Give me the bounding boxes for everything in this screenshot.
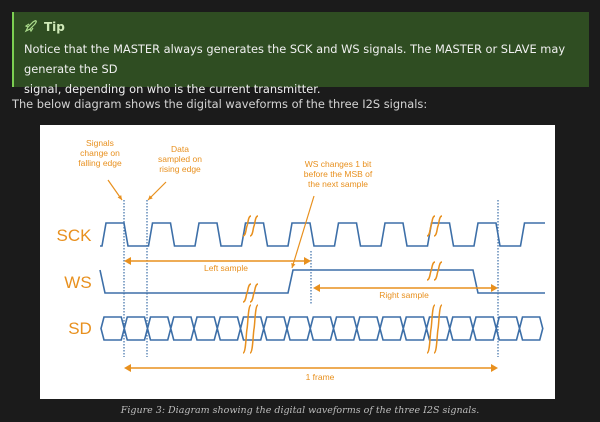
annotation-rising-line: rising edge — [159, 164, 201, 174]
annotation-falling-line: falling edge — [78, 158, 122, 168]
annotation-ws-line: the next sample — [308, 179, 368, 189]
break-symbol-icon — [426, 304, 436, 354]
break-symbol-icon — [249, 215, 259, 237]
annotation-falling-line: Signals — [86, 138, 114, 148]
rocket-icon — [24, 19, 38, 36]
sck-label: SCK — [57, 226, 93, 245]
annotation-rising-line: Data — [171, 144, 189, 154]
frame-label: 1 frame — [306, 372, 335, 382]
break-symbol-icon — [242, 304, 252, 354]
rising-edge-pointer-head — [148, 195, 153, 200]
break-symbol-icon — [426, 215, 436, 237]
ws-change-pointer-head — [291, 263, 296, 268]
left-sample-label: Left sample — [204, 263, 248, 273]
i2s-waveform-figure: SCK WS SD Signals change on falling edge… — [40, 125, 555, 399]
right-sample-label: Right sample — [379, 290, 429, 300]
sd-waveform — [100, 316, 544, 341]
waveform-diagram: SCK WS SD Signals change on falling edge… — [57, 138, 545, 382]
break-symbol-icon — [433, 261, 443, 281]
sck-waveform — [100, 222, 545, 247]
tip-line: Notice that the MASTER always generates … — [24, 42, 566, 76]
annotation-ws-line: before the MSB of — [304, 169, 373, 179]
break-symbol-icon — [433, 215, 443, 237]
tip-text: Notice that the MASTER always generates … — [24, 39, 579, 99]
tip-title: Tip — [44, 20, 65, 34]
annotation-ws-line: WS changes 1 bit — [305, 159, 372, 169]
ws-label: WS — [64, 273, 91, 292]
break-symbol-icon — [433, 304, 443, 354]
falling-edge-pointer-head — [117, 195, 122, 200]
sd-label: SD — [68, 319, 92, 338]
annotation-falling-line: change on — [80, 148, 120, 158]
tip-line: signal, depending on who is the current … — [24, 82, 321, 96]
break-symbol-icon — [426, 261, 436, 281]
break-symbol-icon — [242, 215, 252, 237]
tip-header: Tip — [24, 17, 579, 37]
tip-callout: Tip Notice that the MASTER always genera… — [12, 12, 589, 96]
annotation-rising-line: sampled on — [158, 154, 202, 164]
intro-paragraph: The below diagram shows the digital wave… — [12, 97, 428, 111]
break-symbol-icon — [242, 283, 252, 303]
break-symbol-icon — [249, 304, 259, 354]
ws-change-pointer — [291, 195, 315, 269]
ws-waveform — [99, 269, 545, 294]
figure-caption: Figure 3: Diagram showing the digital wa… — [120, 405, 480, 416]
break-symbol-icon — [249, 283, 259, 303]
